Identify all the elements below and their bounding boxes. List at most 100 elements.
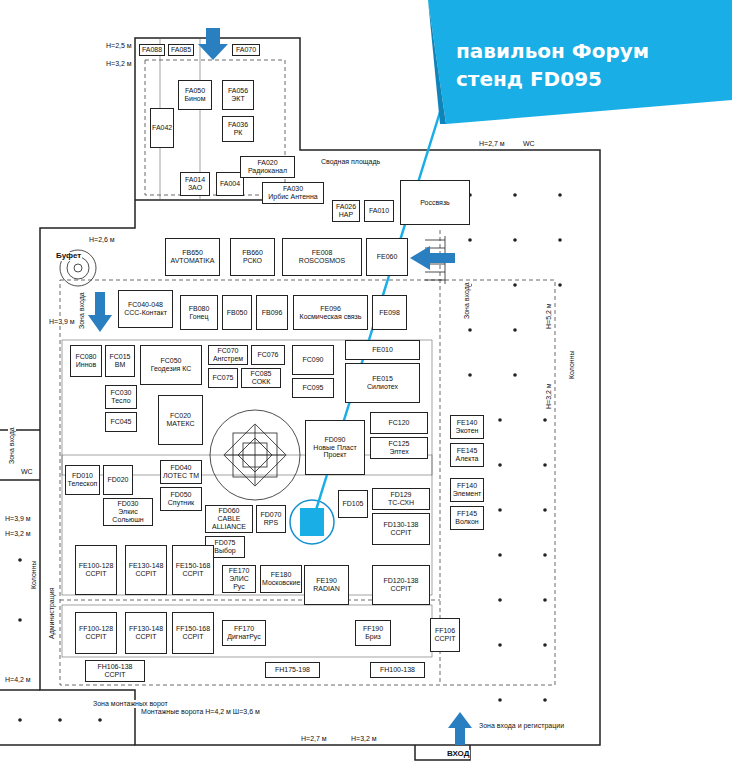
- booth-box: FE190RADIAN: [304, 565, 349, 605]
- area-label: Зона монтажных ворот: [92, 700, 169, 708]
- stand-number: FF145: [452, 510, 482, 518]
- exhibitor-name: ССС-Контакт: [120, 309, 171, 317]
- exhibitor-name: Россвязь: [402, 199, 468, 207]
- stand-number: FF140: [452, 482, 482, 490]
- booth-box: FF170ДигнатРус: [222, 620, 266, 646]
- exhibitor-name: Спутник: [162, 499, 200, 507]
- booth-box: FF190Бриз: [355, 620, 391, 646]
- stand-number: FD120-138: [374, 577, 428, 585]
- stand-number: FE190: [306, 577, 347, 585]
- stand-number: FE008: [284, 249, 360, 257]
- booth-box: FC095: [292, 378, 334, 398]
- exhibitor-name: МАТЕКС: [160, 420, 201, 428]
- exhibitor-name: FA085: [170, 46, 192, 54]
- booth-box: FD090Новые Пласт Проект: [305, 420, 365, 475]
- exhibitor-name: CCPIT: [432, 635, 458, 643]
- exhibitor-name: AVTOMATIKA: [167, 257, 218, 265]
- dimension-label: Н=3,2 м: [105, 60, 133, 68]
- stand-number: FB080: [182, 305, 216, 313]
- stand-number: FC040-048: [120, 301, 171, 309]
- stand-number: FF170: [224, 625, 264, 633]
- exhibitor-name: СОКК: [243, 378, 279, 386]
- exhibitor-name: Гонец: [182, 313, 216, 321]
- booth-box: FA085: [168, 44, 194, 56]
- exhibitor-name: Элкис Сольюшн: [105, 508, 151, 523]
- callout-banner: павильон Форум стенд FD095: [455, 36, 667, 116]
- stand-number: FD050: [162, 491, 200, 499]
- exhibitor-name: Ирбис Антенна: [264, 193, 322, 201]
- exhibitor-name: Бриз: [357, 633, 389, 641]
- stand-number: FD129: [374, 491, 428, 499]
- stand-number: FF100-128: [77, 625, 115, 633]
- area-label: WC: [522, 140, 536, 148]
- area-label: Зона входа и регистрации: [478, 722, 565, 730]
- exhibitor-name: FE060: [368, 253, 406, 261]
- exhibitor-name: ТС-СХН: [374, 499, 428, 507]
- stand-number: FA020: [242, 159, 293, 167]
- booth-box: FE008ROSCOSMOS: [282, 238, 362, 276]
- stand-number: FC020: [160, 412, 201, 420]
- booth-box: FF140Элемент: [450, 478, 484, 502]
- booth-box: FC090: [292, 345, 334, 375]
- exhibitor-name: CCPIT: [174, 570, 212, 578]
- booth-box: FE170ЭЛИС Рус: [222, 565, 256, 593]
- booth-box: FF145Волкон: [450, 506, 484, 530]
- exhibitor-name: FH100-138: [372, 666, 423, 674]
- exhibitor-name: FC090: [294, 356, 332, 364]
- area-label: Монтажные ворота Н=4,2 м Ш=3,6 м: [140, 708, 262, 716]
- booth-box: FC020МАТЕКС: [158, 395, 203, 445]
- stand-number: FB650: [167, 249, 218, 257]
- stand-number: FC125: [372, 440, 426, 448]
- dimension-label: Н=5,2 м: [545, 302, 553, 330]
- stand-number: FE150-168: [174, 562, 212, 570]
- booth-box: FD129ТС-СХН: [372, 488, 430, 510]
- stand-number: FE140: [452, 419, 482, 427]
- booth-box: FB096: [256, 295, 288, 330]
- booth-box: FD030Элкис Сольюшн: [103, 498, 153, 526]
- stand-number: FC080: [72, 353, 100, 361]
- exhibitor-name: Тесло: [107, 397, 135, 405]
- stand-number: FE015: [347, 375, 418, 383]
- booth-box: FC120: [370, 412, 428, 434]
- dimension-label: Н=3,2 м: [545, 382, 553, 410]
- stand-number: FH106-138: [87, 663, 143, 671]
- stand-number: FD040: [162, 464, 200, 472]
- stand-number: FE145: [452, 447, 482, 455]
- booth-box: FH175-198: [265, 662, 320, 678]
- exhibitor-name: FH175-198: [267, 666, 318, 674]
- exhibitor-name: Новые Пласт Проект: [307, 444, 363, 459]
- exhibitor-name: Элемент: [452, 490, 482, 498]
- exhibitor-name: FD020: [105, 476, 131, 484]
- dimension-label: Н=3,2 м: [4, 530, 32, 538]
- booth-box: FA014ЗАО: [180, 172, 210, 196]
- stand-number: FF190: [357, 625, 389, 633]
- booth-box: FE140Экотен: [450, 415, 484, 439]
- dimension-label: Н=3,9 м: [48, 318, 76, 326]
- dimension-label: Н=3,9 м: [4, 515, 32, 523]
- exhibitor-name: ЭКТ: [224, 95, 252, 103]
- booth-box: Россвязь: [400, 180, 470, 225]
- exhibitor-name: CCPIT: [374, 529, 428, 537]
- stand-number: FD060: [207, 507, 251, 515]
- stand-number: FE170: [224, 567, 254, 575]
- dimension-label: Н=2,6 м: [88, 236, 116, 244]
- booth-box: FC076: [251, 345, 285, 365]
- exhibitor-name: РК: [224, 129, 252, 137]
- booth-box: FD060CABLE ALLIANCE: [205, 505, 253, 533]
- stand-number: FD030: [105, 500, 151, 508]
- exhibitor-name: FA042: [152, 124, 172, 132]
- exhibitor-name: Экотен: [452, 427, 482, 435]
- exhibitor-name: CCPIT: [87, 671, 143, 679]
- dimension-label: Н=2,7 м: [478, 140, 506, 148]
- booth-box: FB650AVTOMATIKA: [165, 238, 220, 276]
- area-label: Буфет: [55, 252, 82, 261]
- exhibitor-name: ВМ: [107, 361, 133, 369]
- booth-box: FF106CCPIT: [430, 618, 460, 652]
- stand-number: FA026: [334, 203, 358, 211]
- area-label: Зона входа: [8, 426, 16, 465]
- booth-box: FE145Алекта: [450, 443, 484, 467]
- booth-box: FC050Геодезия КС: [140, 345, 202, 385]
- booth-box: FD050Спутник: [160, 487, 202, 511]
- stand-number: FD010: [67, 472, 98, 480]
- exhibitor-name: FA070: [234, 46, 258, 54]
